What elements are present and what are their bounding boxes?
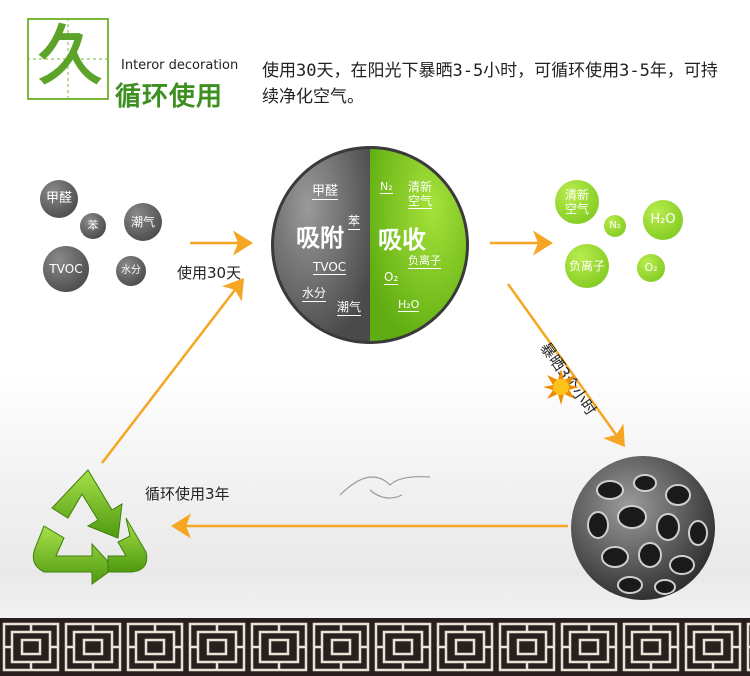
logo-subtitle: Interor decoration (121, 58, 239, 73)
center-right-fresh-line1: 清新 (408, 180, 433, 194)
output-negative-ion: 负离子 (565, 244, 609, 288)
logo-character: 久 (38, 19, 102, 94)
center-left-tvoc: TVOC (313, 260, 347, 275)
label-use-30-days: 使用30天 (177, 264, 242, 282)
lattice-pattern (0, 618, 750, 676)
center-right-n2: N₂ (380, 180, 393, 194)
pollutant-benzene: 苯 (80, 213, 106, 239)
center-left-moisture: 潮气 (337, 300, 362, 316)
center-left-water: 水分 (302, 286, 327, 302)
center-left-benzene: 苯 (348, 214, 361, 230)
center-right-fresh-line2: 空气 (408, 194, 433, 209)
sun-icon (543, 369, 579, 405)
logo-title: 循环使用 (115, 82, 224, 112)
output-o2: O₂ (637, 254, 665, 282)
pollutant-tvoc: TVOC (43, 246, 89, 292)
center-right-h2o: H₂O (398, 298, 420, 312)
pollutant-water: 水分 (116, 256, 146, 286)
center-circle (271, 146, 469, 344)
crane-decoration-icon (339, 476, 431, 499)
output-fresh-air: 清新 空气 (555, 180, 599, 224)
center-right-o2: O₂ (384, 270, 399, 285)
label-recycle-3-years: 循环使用3年 (145, 485, 230, 503)
center-right-fresh: 清新 空气 (408, 180, 433, 209)
center-left-formaldehyde: 甲醛 (312, 180, 339, 200)
center-right-negative-ion: 负离子 (408, 254, 441, 269)
logo-guide-lines (27, 18, 109, 100)
output-n2: N₂ (604, 215, 626, 237)
arrow-recycle-to-center (101, 278, 245, 464)
output-fresh-air-line1: 清新 (564, 188, 589, 202)
output-fresh-air-line2: 空气 (564, 202, 589, 216)
description-text: 使用30天，在阳光下暴晒3-5小时，可循环使用3-5年，可持续净化空气。 (262, 61, 718, 107)
pollutant-formaldehyde: 甲醛 (40, 180, 78, 218)
recycle-icon (32, 469, 148, 585)
center-right-title: 吸收 (378, 226, 426, 254)
pollutant-moisture: 潮气 (124, 203, 162, 241)
arrow-outputs-to-sunning (506, 283, 625, 448)
output-h2o: H₂O (643, 200, 683, 240)
porous-material-icon (571, 456, 715, 600)
center-left-title: 吸附 (296, 224, 344, 252)
